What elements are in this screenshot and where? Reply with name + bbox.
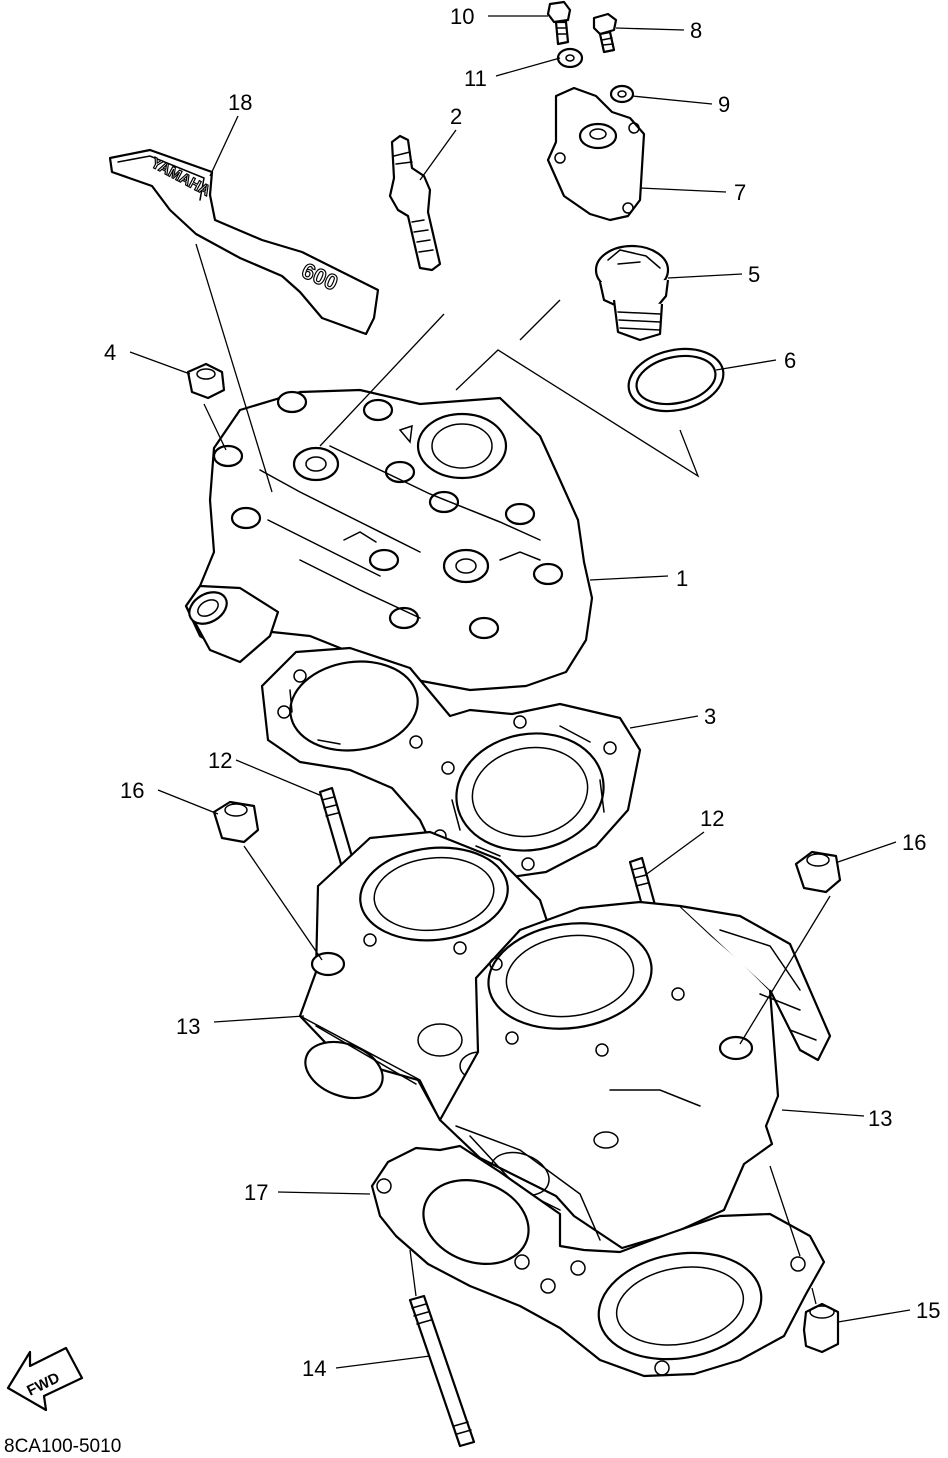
nut-bottom-part bbox=[802, 1302, 840, 1354]
washer-11-part bbox=[556, 47, 584, 69]
nut-right-part bbox=[794, 850, 842, 894]
head-gasket-part bbox=[260, 646, 642, 882]
callout-13-right: 13 bbox=[868, 1106, 892, 1131]
callout-14: 14 bbox=[302, 1356, 326, 1381]
cylinder-right-part bbox=[438, 900, 832, 1250]
spark-plug-part bbox=[388, 134, 442, 272]
figure-code: 8CA100-5010 bbox=[4, 1436, 121, 1457]
callout-2: 2 bbox=[450, 104, 462, 129]
washer-9-part bbox=[609, 84, 635, 104]
cylinder-head-part bbox=[184, 388, 594, 692]
thermostat-part bbox=[594, 244, 670, 342]
callout-4: 4 bbox=[104, 340, 116, 365]
callout-7: 7 bbox=[734, 180, 746, 205]
callout-15: 15 bbox=[916, 1298, 940, 1323]
long-stud-part bbox=[408, 1294, 476, 1448]
callout-13-left: 13 bbox=[176, 1014, 200, 1039]
o-ring-part bbox=[627, 347, 725, 413]
cap-nut-part bbox=[186, 362, 226, 400]
bolt-8-part bbox=[592, 12, 618, 54]
callout-9: 9 bbox=[718, 92, 730, 117]
callout-12-left: 12 bbox=[208, 748, 232, 773]
callout-18: 18 bbox=[228, 90, 252, 115]
nut-left-part bbox=[212, 800, 260, 844]
callout-16-right: 16 bbox=[902, 830, 926, 855]
callout-3: 3 bbox=[704, 704, 716, 729]
leader-lines bbox=[129, 15, 911, 1369]
callout-16-left: 16 bbox=[120, 778, 144, 803]
callout-12-right: 12 bbox=[700, 806, 724, 831]
callout-1: 1 bbox=[676, 566, 688, 591]
forward-arrow-icon: FWD bbox=[6, 1346, 84, 1412]
thermostat-cover-part bbox=[546, 86, 646, 222]
emblem-plate-part: YAMAHA 600 bbox=[108, 148, 380, 336]
callout-10: 10 bbox=[450, 4, 474, 29]
callout-8: 8 bbox=[690, 18, 702, 43]
callout-11: 11 bbox=[464, 66, 487, 91]
assembly-guide-lines bbox=[195, 243, 831, 1305]
callout-17: 17 bbox=[244, 1180, 268, 1205]
base-gasket-part bbox=[370, 1144, 826, 1378]
bolt-10-part bbox=[546, 0, 572, 46]
callout-5: 5 bbox=[748, 262, 760, 287]
callout-6: 6 bbox=[784, 348, 796, 373]
callout-labels: 1 2 3 4 5 6 7 8 9 10 11 12 12 13 13 14 1… bbox=[104, 4, 940, 1381]
